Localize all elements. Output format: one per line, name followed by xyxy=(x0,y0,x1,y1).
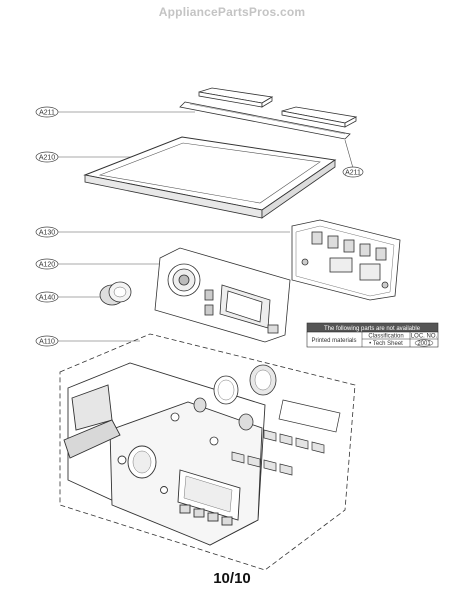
callout-a211: A211 xyxy=(35,106,195,118)
top-bracket-left xyxy=(198,87,274,108)
callout-label: A120 xyxy=(39,262,55,269)
callout-label: A140 xyxy=(39,295,55,302)
main-pcb xyxy=(291,219,401,301)
display-pcb xyxy=(154,247,291,343)
callout-label: A210 xyxy=(39,155,55,162)
loose-buttons xyxy=(231,399,341,476)
page-number: 10/10 xyxy=(213,570,251,587)
watermark-text: AppliancePartsPros.com xyxy=(158,5,306,19)
callout-label: A130 xyxy=(39,230,55,237)
callout-label: A211 xyxy=(39,110,55,117)
callout-label: A110 xyxy=(39,339,55,346)
top-panel xyxy=(83,136,337,219)
reference-row-label: Printed materials xyxy=(311,338,356,344)
callout-a120: A120 xyxy=(35,258,160,270)
loose-knobs xyxy=(170,364,277,446)
reference-col-classification: Classification xyxy=(368,334,403,340)
callout-a110: A110 xyxy=(35,335,140,347)
top-rail xyxy=(179,101,351,140)
callout-label: A211 xyxy=(345,170,361,177)
callout-a130: A130 xyxy=(35,226,290,238)
reference-col-loc: LOC. NO. xyxy=(411,334,438,340)
reference-table: The following parts are not available Pr… xyxy=(306,322,439,348)
callout-a140: A140 xyxy=(35,291,100,303)
top-bracket-right xyxy=(281,106,358,128)
reference-header: The following parts are not available xyxy=(324,326,421,332)
control-panel-outline xyxy=(59,333,356,571)
control-panel xyxy=(63,362,266,546)
reference-item-classification: • Tech Sheet xyxy=(369,341,403,347)
callout-a211-right: A211 xyxy=(342,139,364,178)
reference-item-loc: 2001 xyxy=(417,341,431,347)
knob xyxy=(99,281,132,306)
